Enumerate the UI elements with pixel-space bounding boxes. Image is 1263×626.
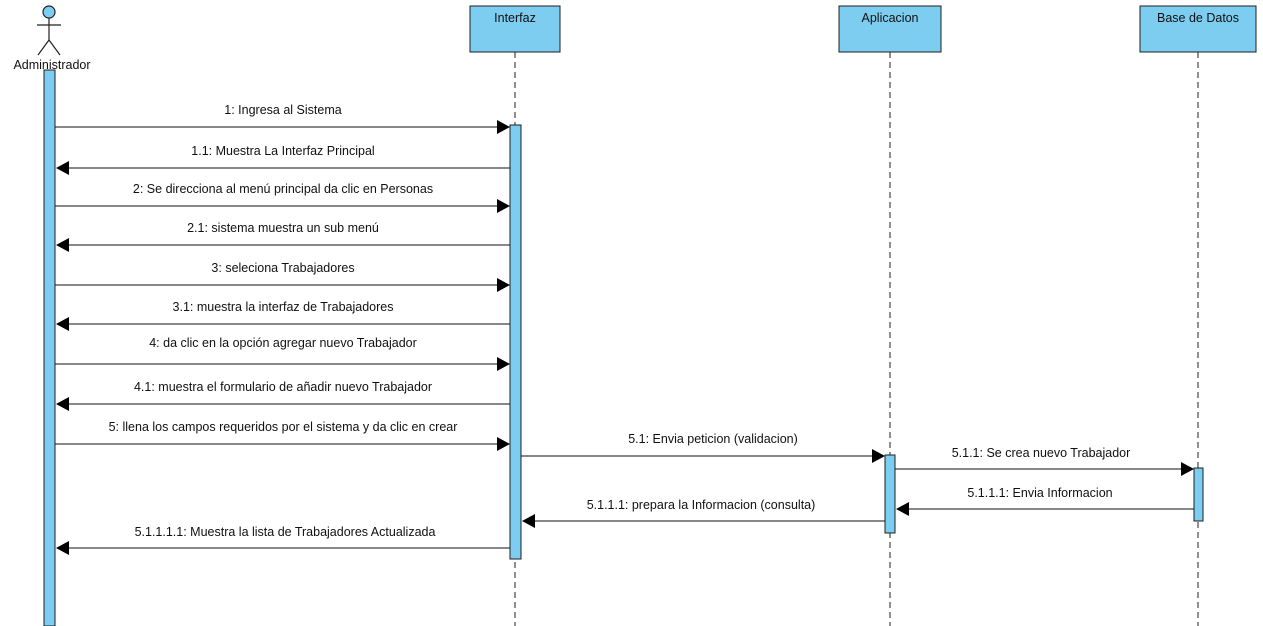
arrowhead-left-icon [56,161,69,175]
message-label: 1.1: Muestra La Interfaz Principal [191,144,374,158]
message-4: 4: da clic en la opción agregar nuevo Tr… [55,336,510,371]
message-2: 2: Se direcciona al menú principal da cl… [55,182,510,213]
arrowhead-left-icon [522,514,535,528]
message-3: 3: seleciona Trabajadores [55,261,510,292]
arrowhead-left-icon [896,502,909,516]
actor-administrador: Administrador [13,5,91,72]
arrowhead-right-icon [497,120,510,134]
arrowhead-right-icon [497,199,510,213]
message-label: 4.1: muestra el formulario de añadir nue… [134,380,432,394]
message-5-1-1-1-1: 5.1.1.1.1: Muestra la lista de Trabajado… [56,525,510,555]
message-label: 1: Ingresa al Sistema [224,103,341,117]
activation-administrador [43,69,56,626]
message-2-1: 2.1: sistema muestra un sub menú [56,221,510,252]
arrowhead-right-icon [1181,462,1194,476]
activation-interfaz [509,124,522,560]
message-label: 3.1: muestra la interfaz de Trabajadores [173,300,394,314]
message-label: 5.1.1.1: prepara la Informacion (consult… [587,498,816,512]
arrowhead-left-icon [56,317,69,331]
participant-interfaz[interactable]: Interfaz [469,5,561,53]
participant-base-datos[interactable]: Base de Datos [1139,5,1257,53]
message-5-1-1: 5.1.1: Se crea nuevo Trabajador [895,446,1194,476]
message-label: 5.1.1: Se crea nuevo Trabajador [952,446,1131,460]
message-label: 2.1: sistema muestra un sub menú [187,221,379,235]
message-5-1: 5.1: Envia peticion (validacion) [521,432,885,463]
actor-head-icon [42,5,56,19]
activation-aplicacion [884,454,896,534]
arrowhead-right-icon [872,449,885,463]
arrowhead-right-icon [497,278,510,292]
message-label: 3: seleciona Trabajadores [211,261,354,275]
message-5: 5: llena los campos requeridos por el si… [55,420,510,451]
message-1: 1: Ingresa al Sistema [55,103,510,134]
participant-aplicacion-label: Aplicacion [862,11,919,25]
arrowhead-left-icon [56,238,69,252]
arrowhead-right-icon [497,437,510,451]
message-3-1: 3.1: muestra la interfaz de Trabajadores [56,300,510,331]
message-label: 5.1.1.1: Envia Informacion [967,486,1112,500]
activation-base-datos [1193,467,1204,522]
message-label: 4: da clic en la opción agregar nuevo Tr… [149,336,417,350]
message-label: 5: llena los campos requeridos por el si… [109,420,458,434]
message-4-1: 4.1: muestra el formulario de añadir nue… [56,380,510,411]
message-label: 5.1: Envia peticion (validacion) [628,432,798,446]
message-label: 5.1.1.1.1: Muestra la lista de Trabajado… [135,525,436,539]
message-5-1-1-1: 5.1.1.1: prepara la Informacion (consult… [522,498,885,528]
message-1-1: 1.1: Muestra La Interfaz Principal [56,144,510,175]
arrowhead-left-icon [56,541,69,555]
message-5-1-1-return: 5.1.1.1: Envia Informacion [896,486,1194,516]
message-label: 2: Se direcciona al menú principal da cl… [133,182,433,196]
arrowhead-left-icon [56,397,69,411]
arrowhead-right-icon [497,357,510,371]
participant-base-datos-label: Base de Datos [1157,11,1239,25]
actor-name: Administrador [13,58,90,72]
participant-aplicacion[interactable]: Aplicacion [838,5,942,53]
participant-interfaz-label: Interfaz [494,11,536,25]
